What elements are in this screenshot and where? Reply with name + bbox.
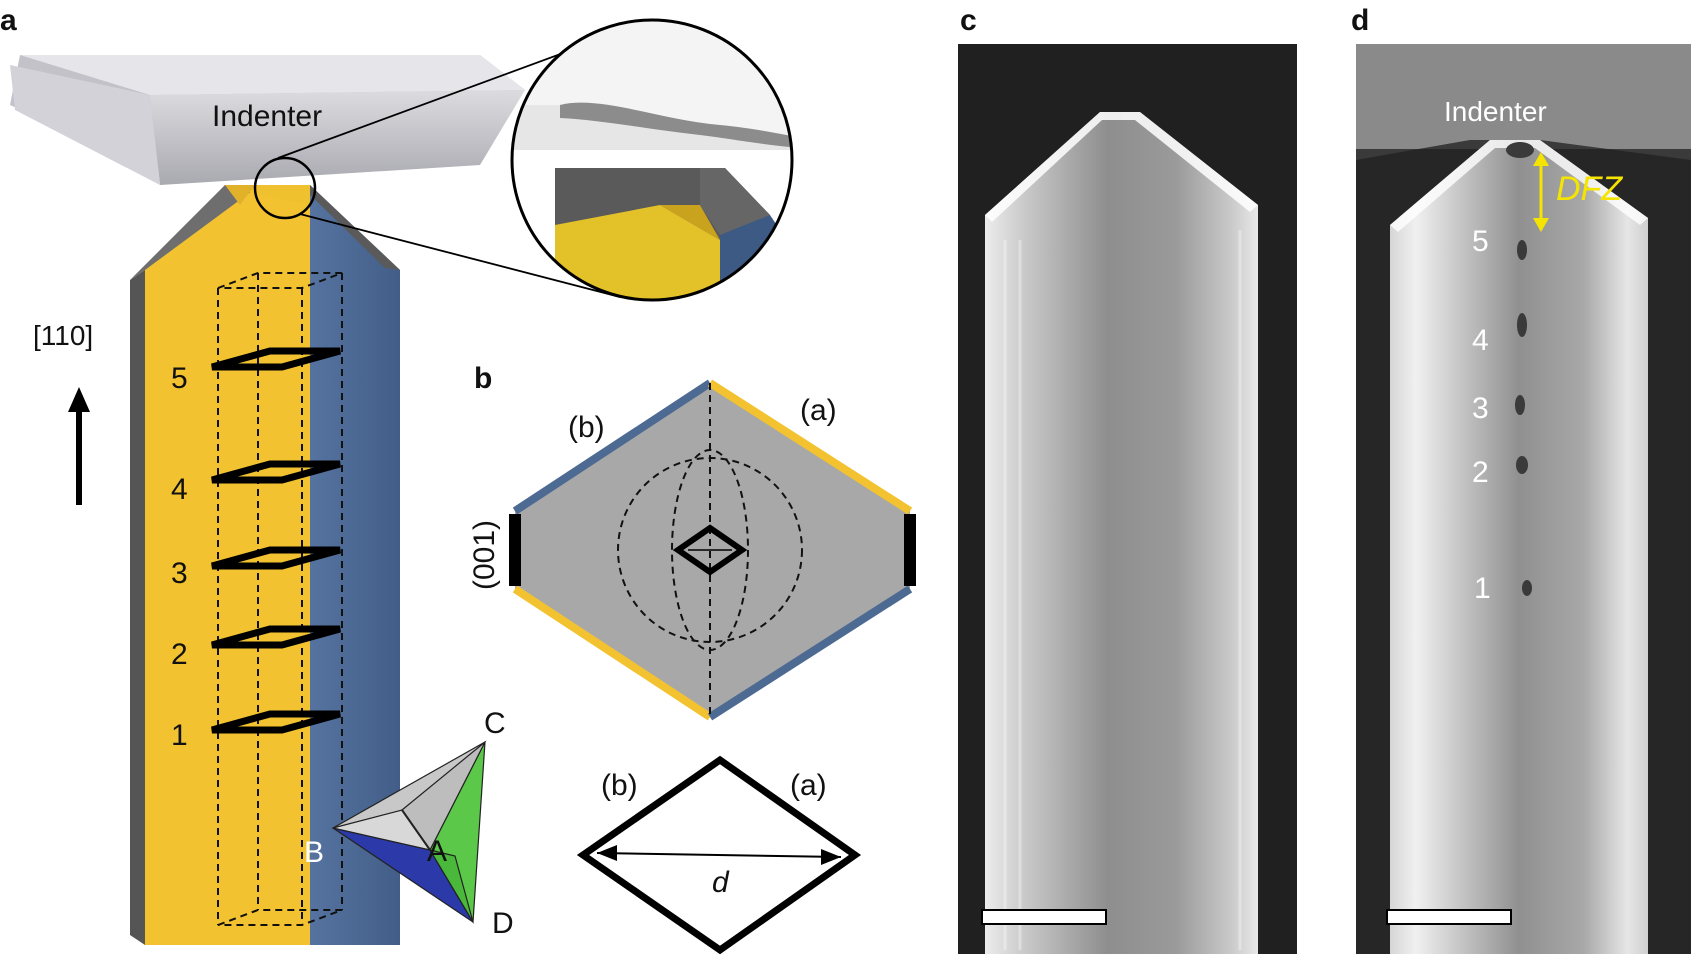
level-5-label-d: 5 xyxy=(1472,225,1489,258)
diagonal-d-label: d xyxy=(712,866,730,899)
vertex-a-label: A xyxy=(427,835,447,868)
panel-c-label: c xyxy=(960,4,977,37)
face-a-label: (a) xyxy=(800,394,837,427)
level-5-label: 5 xyxy=(171,362,188,395)
panel-d: d Indenter DFZ 5 4 3 2 1 xyxy=(1351,4,1691,954)
direction-label: [110] xyxy=(33,320,93,351)
level-4-label: 4 xyxy=(171,473,188,506)
lower-face-b-label: (b) xyxy=(601,769,638,802)
vertex-c-label: C xyxy=(484,707,506,740)
panel-c: c xyxy=(958,4,1297,954)
panel-b-label: b xyxy=(474,362,492,395)
lower-face-a-label: (a) xyxy=(790,769,827,802)
level-3-label: 3 xyxy=(171,557,188,590)
level-3-label-d: 3 xyxy=(1472,392,1489,425)
pillar-c xyxy=(985,112,1258,954)
level-1-label-d: 1 xyxy=(1474,572,1491,605)
panel-d-label: d xyxy=(1351,4,1369,37)
zoom-inset xyxy=(500,10,830,320)
vertex-b-label: B xyxy=(304,836,324,869)
face-001-label: (001) xyxy=(468,520,501,590)
panel-b: b (b) (a) (001) (b) (a) d xyxy=(468,362,910,950)
d-arrow-right xyxy=(821,849,841,865)
direction-arrowhead xyxy=(68,387,90,412)
level-1-label: 1 xyxy=(171,719,188,752)
dfz-label: DFZ xyxy=(1556,170,1623,208)
panel-a-label: a xyxy=(0,4,17,37)
scale-bar-d xyxy=(1387,910,1511,924)
scale-bar-c xyxy=(982,910,1106,924)
level-2-label: 2 xyxy=(171,638,188,671)
d-arrow-line xyxy=(597,853,841,857)
level-2-label-d: 2 xyxy=(1472,456,1489,489)
level-4-label-d: 4 xyxy=(1472,324,1489,357)
indenter-label-d: Indenter xyxy=(1444,96,1547,127)
pillar-d xyxy=(1390,140,1648,954)
face-b-label: (b) xyxy=(568,411,605,444)
indenter-label: Indenter xyxy=(212,100,322,133)
vertex-d-label: D xyxy=(492,907,514,940)
